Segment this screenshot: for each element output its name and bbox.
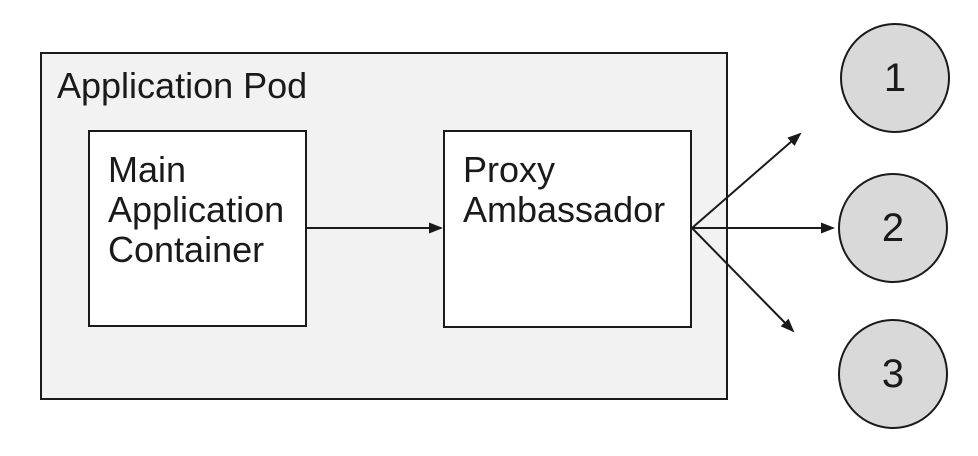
proxy-ambassador-label: Proxy Ambassador [463, 150, 665, 230]
proxy-ambassador-node: Proxy Ambassador [443, 130, 692, 328]
main-label-line-1: Main [108, 149, 187, 190]
main-application-container-node: Main Application Container [88, 130, 307, 327]
target-circle-1-label: 1 [883, 56, 907, 100]
target-circle-2-label: 2 [881, 206, 905, 250]
proxy-label-line-1: Proxy [463, 149, 556, 190]
proxy-label-line-2: Ambassador [463, 189, 666, 230]
target-circle-3: 3 [838, 319, 948, 429]
target-circle-3-label: 3 [881, 352, 905, 396]
main-label-line-3: Container [108, 229, 265, 270]
application-pod-label: Application Pod [57, 65, 308, 106]
target-circle-2: 2 [838, 173, 948, 283]
main-application-container-label: Main Application Container [108, 150, 284, 270]
main-label-line-2: Application [108, 189, 285, 230]
target-circle-1: 1 [840, 23, 950, 133]
